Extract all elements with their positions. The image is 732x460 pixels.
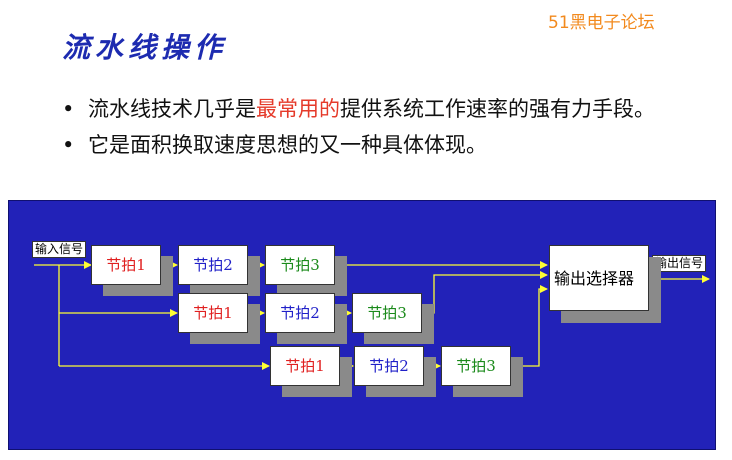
watermark: 51黑电子论坛 <box>548 13 655 33</box>
wire-r2-out <box>421 271 548 314</box>
bullet-1-highlight: 最常用的 <box>256 97 340 121</box>
bullet-dot: • <box>62 97 75 121</box>
output-selector: 输出选择器 <box>549 245 649 311</box>
pipeline-diagram: 输入信号 输出信号 节拍1 节拍2 节拍3 节拍1 节拍2 节拍3 节拍1 节拍… <box>8 200 716 450</box>
bullet-1: • 流水线技术几乎是最常用的提供系统工作速率的强有力手段。 <box>62 94 662 124</box>
wire-r3-out <box>509 285 548 367</box>
row3-stage1: 节拍1 <box>270 346 340 386</box>
bullet-dot: • <box>62 133 75 157</box>
row3-stage2: 节拍2 <box>354 346 424 386</box>
row1-stage3: 节拍3 <box>265 245 335 285</box>
input-signal-label: 输入信号 <box>32 241 87 258</box>
row2-stage3: 节拍3 <box>352 293 422 333</box>
row2-stage1: 节拍1 <box>178 293 248 333</box>
row2-stage2: 节拍2 <box>265 293 335 333</box>
bullet-1-post: 提供系统工作速率的强有力手段。 <box>340 97 655 121</box>
bullet-1-pre: 流水线技术几乎是 <box>88 97 256 121</box>
row1-stage1: 节拍1 <box>91 245 161 285</box>
bullet-2-text: 它是面积换取速度思想的又一种具体体现。 <box>88 133 487 157</box>
bullet-list: • 流水线技术几乎是最常用的提供系统工作速率的强有力手段。 • 它是面积换取速度… <box>62 94 662 166</box>
bullet-2: • 它是面积换取速度思想的又一种具体体现。 <box>62 130 662 160</box>
row3-stage3: 节拍3 <box>441 346 511 386</box>
row1-stage2: 节拍2 <box>178 245 248 285</box>
slide-title: 流水线操作 <box>62 31 228 64</box>
output-signal-label: 输出信号 <box>652 255 707 272</box>
